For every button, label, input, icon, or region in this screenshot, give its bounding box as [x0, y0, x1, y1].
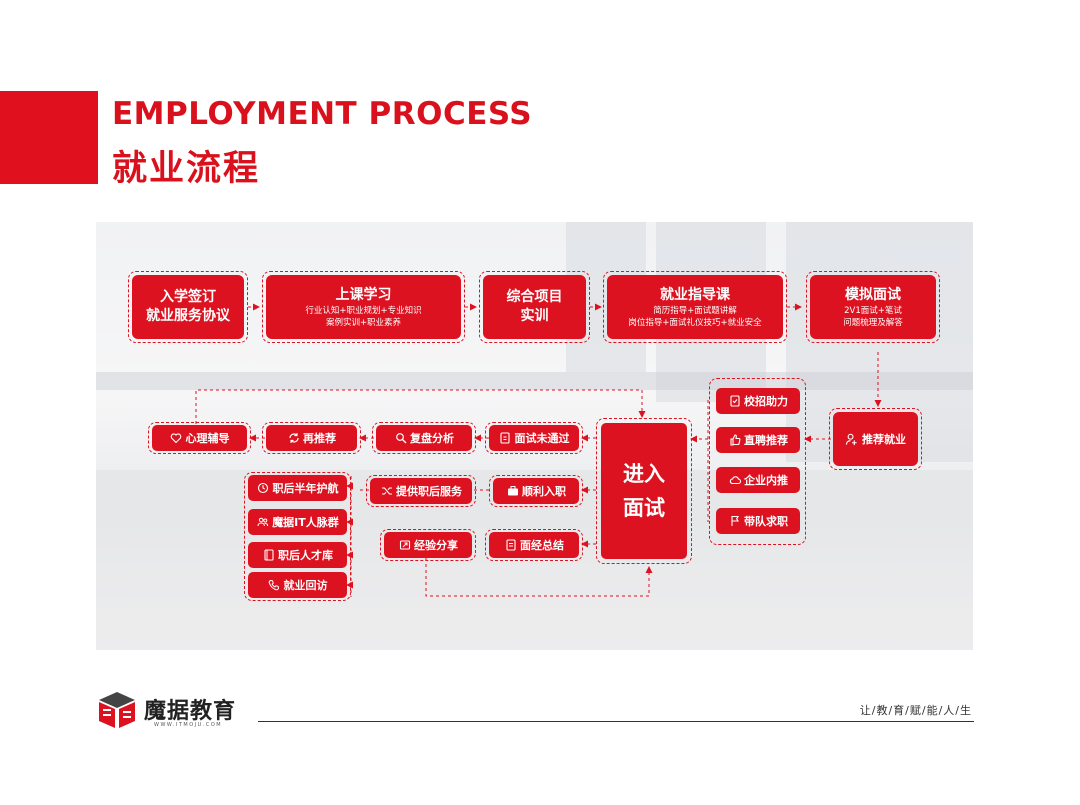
footer-divider	[258, 721, 974, 722]
step-frame	[806, 271, 940, 343]
service-it-network-group: 魔据IT人脉群	[248, 509, 347, 535]
step-post-employment-service: 提供职后服务	[370, 478, 472, 504]
title-english: EMPLOYMENT PROCESS	[112, 96, 533, 132]
channel-direct-recommend: 直聘推荐	[716, 427, 800, 453]
channel-internal-referral: 企业内推	[716, 467, 800, 493]
service-half-year-escort: 职后半年护航	[248, 475, 347, 501]
document-x-icon	[499, 432, 512, 445]
brand-url: WWW.ITMOJU.COM	[154, 722, 223, 728]
step-mock-interview: 模拟面试 2V1面试+笔试 问题梳理及解答	[810, 275, 936, 339]
step-frame	[829, 408, 922, 470]
header-accent-bar	[0, 91, 98, 184]
step-project-training: 综合项目 实训	[483, 275, 586, 339]
footer-slogan: 让/教/育/赋/能/人/生	[859, 704, 972, 717]
cloud-icon	[728, 474, 741, 487]
step-title: 模拟面试	[845, 286, 901, 303]
step-enter-interview: 进入 面试	[601, 423, 687, 559]
user-plus-icon	[845, 433, 858, 446]
background-bridge	[96, 372, 973, 390]
step-interview-summary: 面经总结	[489, 532, 579, 558]
step-frame	[366, 475, 476, 507]
step-frame	[262, 271, 465, 343]
step-frame	[479, 271, 590, 343]
step-frame	[128, 271, 248, 343]
step-frame	[485, 529, 583, 561]
step-interview-failed: 面试未通过	[489, 425, 579, 451]
step-subtitle: 行业认知+职业规划+专业知识 案例实训+职业素养	[305, 305, 422, 328]
heart-icon	[170, 432, 183, 445]
process-diagram: 入学签订 就业服务协议 上课学习 行业认知+职业规划+专业知识 案例实训+职业素…	[96, 222, 973, 650]
title-chinese: 就业流程	[112, 148, 261, 189]
phone-icon	[268, 579, 281, 592]
notes-icon	[504, 539, 517, 552]
briefcase-icon	[506, 485, 519, 498]
step-psychological-counseling: 心理辅导	[152, 425, 247, 451]
document-check-icon	[728, 395, 741, 408]
step-frame	[148, 422, 251, 454]
step-recommend-employment: 推荐就业	[833, 412, 918, 466]
step-enrollment-agreement: 入学签订 就业服务协议	[132, 275, 244, 339]
step-experience-sharing: 经验分享	[384, 532, 472, 558]
clock-icon	[257, 482, 270, 495]
step-title: 推荐就业	[862, 433, 906, 446]
step-title: 就业指导课	[660, 286, 730, 303]
step-frame	[262, 422, 361, 454]
thumbs-up-icon	[728, 434, 741, 447]
post-services-frame	[244, 472, 351, 601]
flag-icon	[728, 515, 741, 528]
brand-name: 魔据教育	[144, 699, 237, 724]
share-icon	[398, 539, 411, 552]
service-talent-pool: 职后人才库	[248, 542, 347, 568]
search-icon	[394, 432, 407, 445]
service-follow-up-call: 就业回访	[248, 572, 347, 598]
step-frame	[372, 422, 476, 454]
channels-frame	[709, 378, 806, 545]
shuffle-icon	[380, 485, 393, 498]
step-frame	[485, 422, 583, 454]
people-icon	[256, 516, 269, 529]
channel-campus-recruitment: 校招助力	[716, 388, 800, 414]
step-subtitle: 简历指导+面试题讲解 岗位指导+面试礼仪技巧+就业安全	[628, 305, 762, 328]
brand-logo-icon	[99, 692, 135, 728]
step-title: 综合项目 实训	[506, 289, 563, 324]
document-icon	[262, 549, 275, 562]
enter-frame	[596, 418, 692, 564]
step-title: 上课学习	[335, 286, 392, 303]
channel-team-job-hunting: 带队求职	[716, 508, 800, 534]
step-title: 入学签订 就业服务协议	[146, 289, 230, 324]
step-career-guidance: 就业指导课 简历指导+面试题讲解 岗位指导+面试礼仪技巧+就业安全	[607, 275, 783, 339]
step-review-analysis: 复盘分析	[376, 425, 472, 451]
step-frame	[380, 529, 476, 561]
step-classes: 上课学习 行业认知+职业规划+专业知识 案例实训+职业素养	[266, 275, 461, 339]
refresh-icon	[287, 432, 300, 445]
step-successful-onboarding: 顺利入职	[493, 478, 579, 504]
step-frame	[489, 475, 583, 507]
step-subtitle: 2V1面试+笔试 问题梳理及解答	[843, 305, 903, 328]
step-re-recommend: 再推荐	[266, 425, 357, 451]
step-frame	[603, 271, 787, 343]
